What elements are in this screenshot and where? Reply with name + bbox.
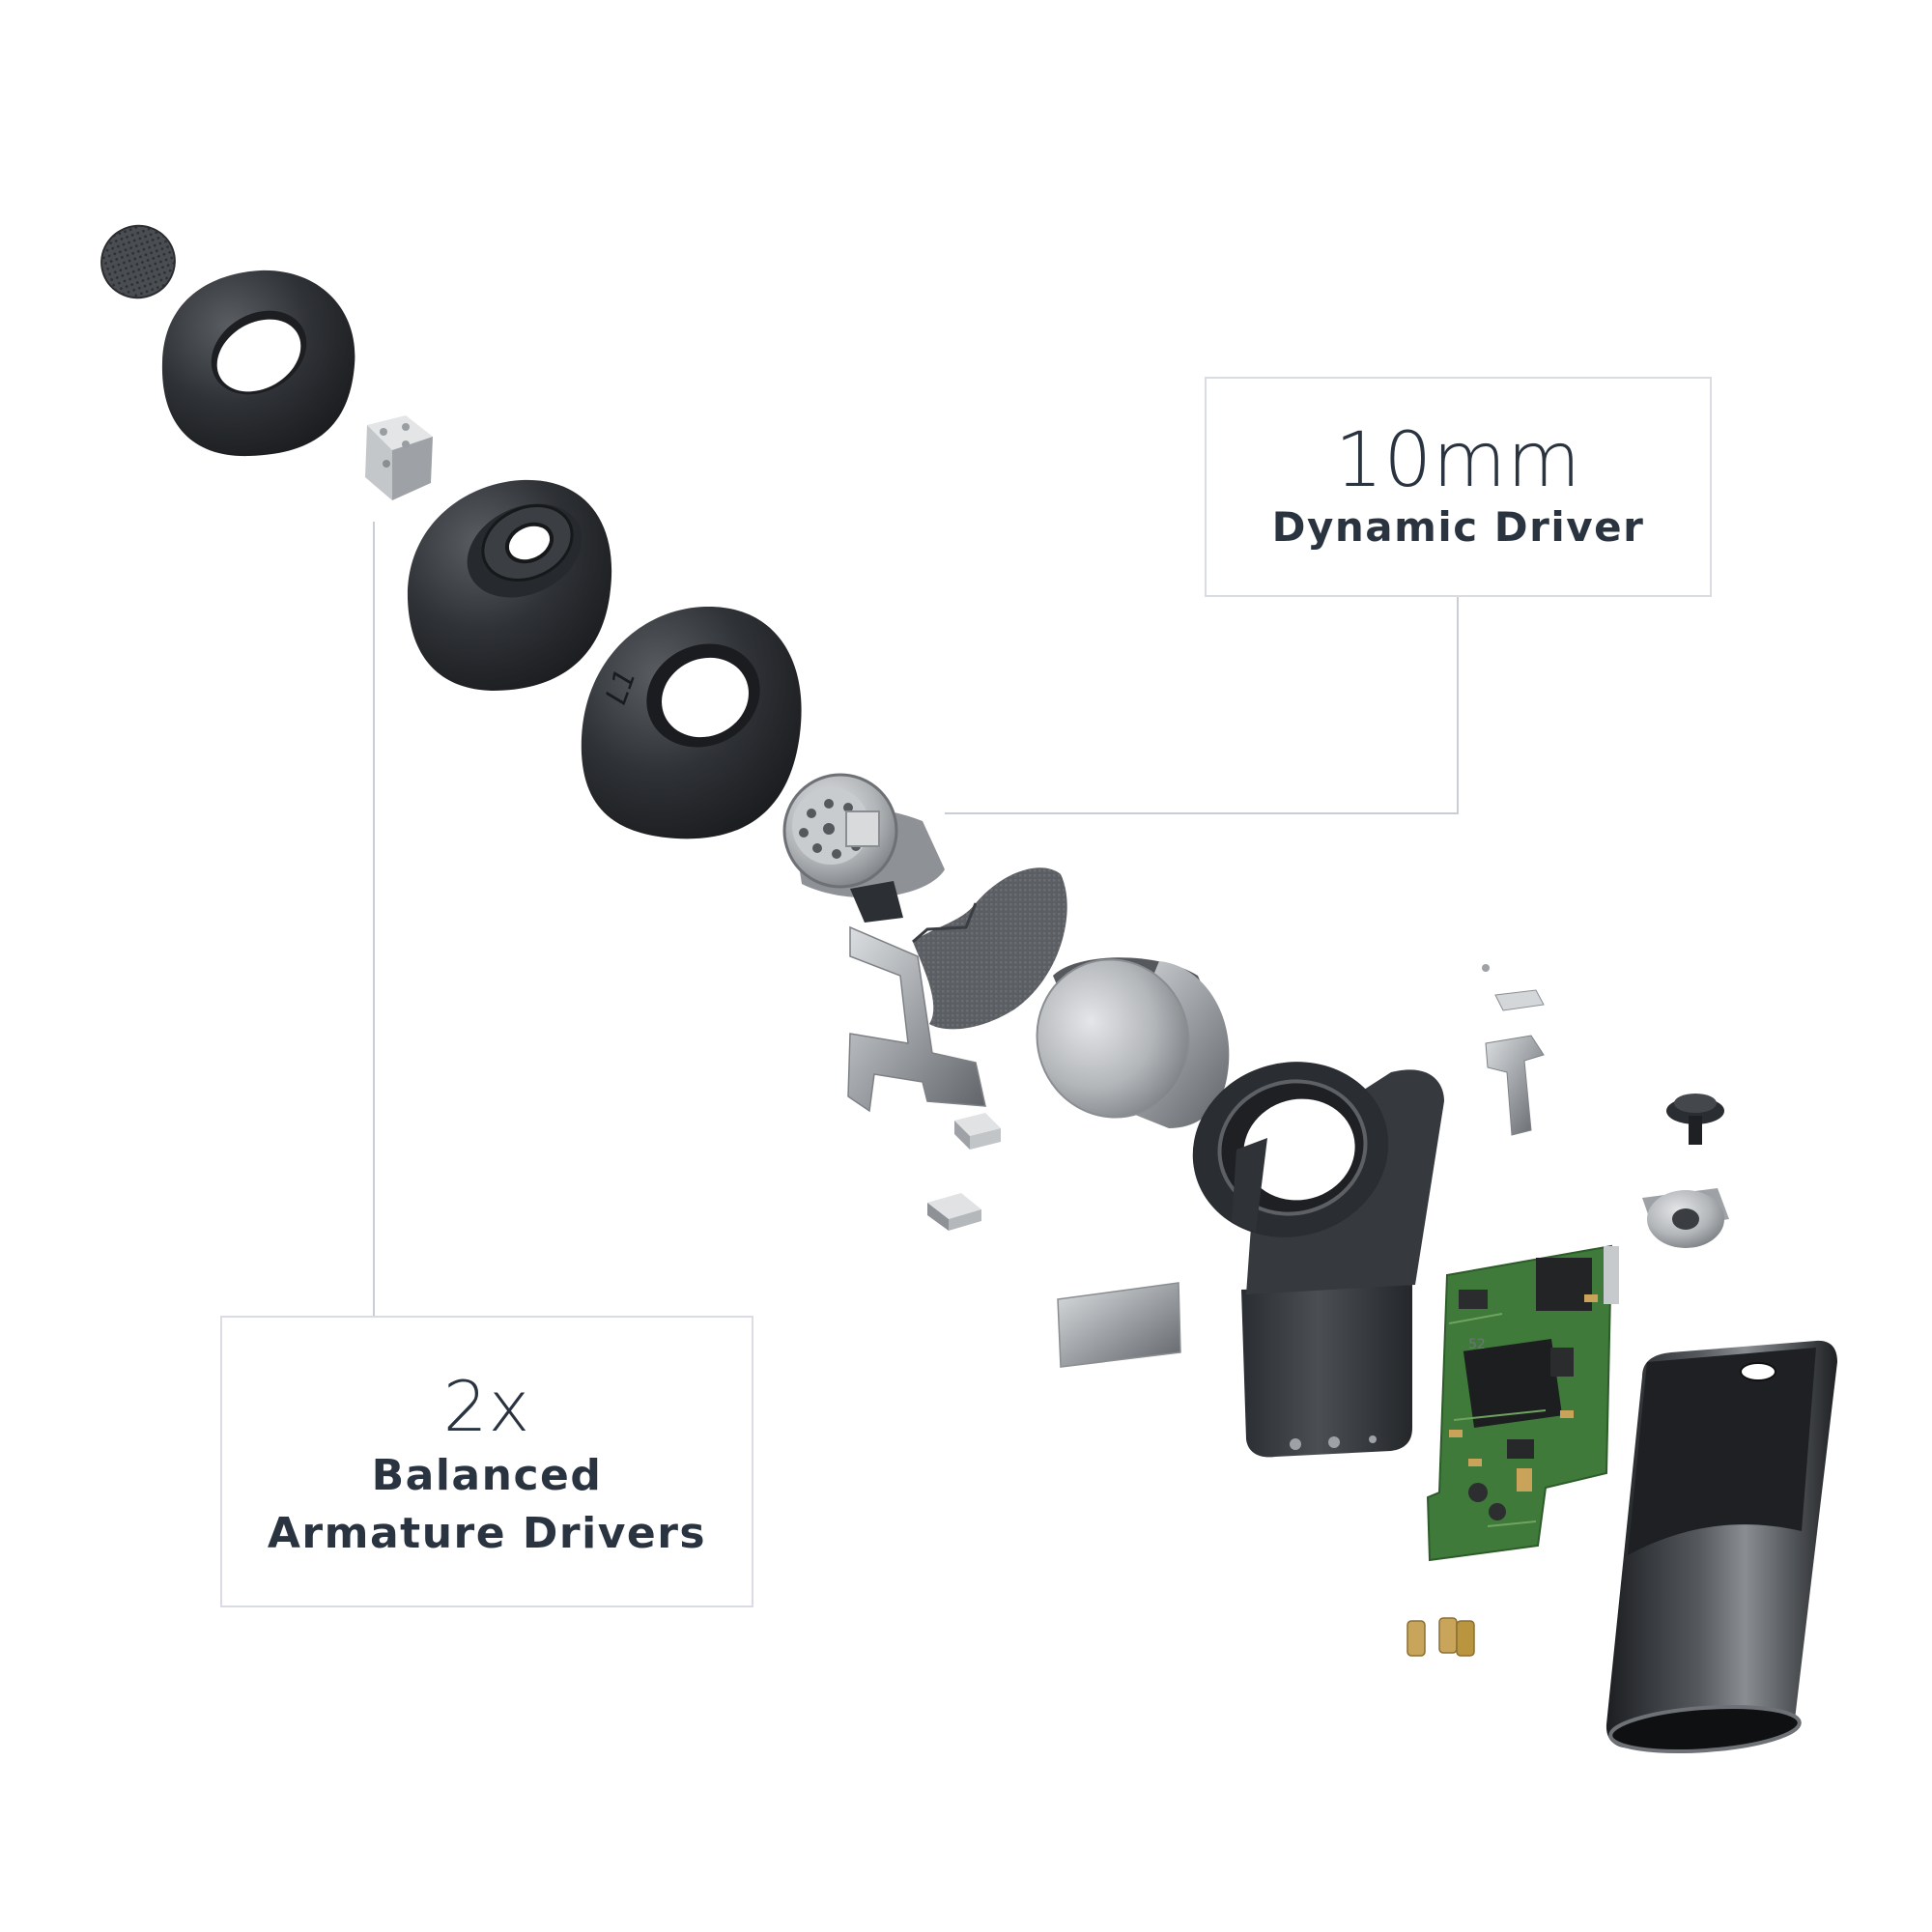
callout-balanced-armature: 2x Balanced Armature Drivers <box>220 1316 753 1607</box>
inner-housing <box>1192 1062 1444 1458</box>
outer-shell <box>1605 1340 1837 1753</box>
balanced-armature-label-line1: Balanced <box>371 1451 603 1500</box>
callout-dynamic-driver: 10mm Dynamic Driver <box>1205 377 1712 597</box>
battery-cell <box>1036 957 1230 1128</box>
acoustic-fabric <box>912 867 1067 1030</box>
dynamic-driver-10mm <box>782 773 945 923</box>
leader-line-dynamic-driver <box>945 597 1459 814</box>
ear-tip-large <box>161 270 355 457</box>
ear-tip-l1: L1 <box>581 606 802 839</box>
driver-bracket <box>847 925 986 1113</box>
balanced-armature-label-line2: Armature Drivers <box>267 1509 707 1558</box>
ear-tip-medium <box>407 479 612 691</box>
dynamic-driver-size: 10mm <box>1334 417 1582 504</box>
balanced-armature-count: 2x <box>442 1366 531 1447</box>
spring-contacts <box>1482 964 1545 1136</box>
balanced-armature-driver <box>365 415 433 500</box>
smd-component-2 <box>927 1193 981 1231</box>
button-cap <box>1666 1094 1724 1145</box>
chip-marking: 52 <box>1468 1337 1486 1352</box>
smd-component-1 <box>954 1113 1001 1150</box>
dynamic-driver-label: Dynamic Driver <box>1271 503 1645 551</box>
mesh-filter <box>100 224 176 299</box>
charging-pins <box>1406 1617 1475 1657</box>
metal-shield-plate <box>1057 1282 1181 1368</box>
circuit-board: 52 <box>1426 1244 1619 1562</box>
charging-contact-nut <box>1642 1188 1729 1248</box>
